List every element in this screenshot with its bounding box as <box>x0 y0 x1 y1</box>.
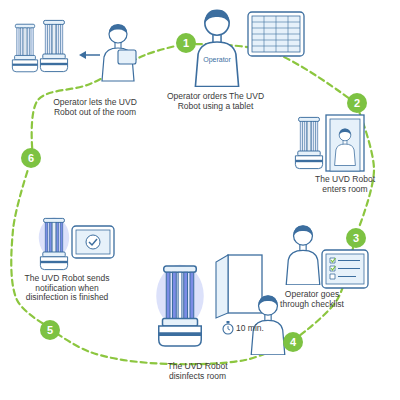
step-number-circle: 2 <box>347 93 367 113</box>
operator-figure <box>195 10 238 87</box>
direction-arrowhead <box>79 51 86 59</box>
tablet-frame <box>118 50 136 64</box>
check-mark <box>331 258 336 270</box>
step-caption: The UVD Robot disinfects room <box>160 362 235 381</box>
step3-illustration <box>286 225 368 288</box>
tablet-screen <box>76 230 110 254</box>
step4-illustration <box>156 255 285 355</box>
stopwatch-hands <box>228 326 230 330</box>
step-number-circle: 6 <box>21 148 41 168</box>
uvd-robot <box>40 20 67 71</box>
checklist-lines <box>338 261 360 277</box>
door-frame <box>326 115 364 171</box>
step-number-circle: 5 <box>40 320 60 340</box>
timer-label: 10 min. <box>236 324 276 334</box>
operator-figure <box>286 225 320 285</box>
tablet-frame <box>72 226 114 258</box>
step-caption: The UVD Robot enters room <box>313 175 377 194</box>
tablet-screen <box>326 254 364 284</box>
operator-figure <box>102 24 134 81</box>
step-caption: The UVD Robot sends notification when di… <box>22 274 112 303</box>
tablet-frame <box>248 12 304 56</box>
tablet-grid <box>252 16 300 52</box>
step6-illustration <box>12 20 136 81</box>
step-caption: Operator orders The UVD Robot using a ta… <box>163 92 268 111</box>
uvd-robot <box>39 218 69 270</box>
step1-illustration <box>195 10 304 87</box>
step-number: 5 <box>47 325 53 336</box>
step-number-circle: 3 <box>346 228 366 248</box>
step-number: 6 <box>28 153 34 164</box>
step-number-circle: 1 <box>176 33 196 53</box>
step-number: 4 <box>290 337 296 348</box>
dashed-cycle-connector <box>32 46 177 148</box>
checkbox <box>330 258 335 279</box>
operator-figure <box>335 128 356 165</box>
step-number: 1 <box>183 38 189 49</box>
doorway <box>330 119 360 171</box>
step5-illustration <box>39 218 114 270</box>
dashed-cycle-connector <box>359 113 374 229</box>
shirt-label: Operator <box>192 55 242 65</box>
tablet-screen <box>252 16 300 52</box>
stopwatch-icon <box>223 324 233 334</box>
stopwatch-knob <box>227 321 230 324</box>
direction-arrow <box>86 54 100 56</box>
step-number-circle: 4 <box>283 332 303 352</box>
tablet-frame <box>322 250 368 288</box>
dashed-cycle-connector <box>59 335 284 364</box>
step-number: 3 <box>353 233 359 244</box>
step-caption: Operator goes through checklist <box>272 290 352 309</box>
uvd-robot <box>295 117 322 168</box>
dashed-cycle-connector <box>196 44 348 98</box>
step-number: 2 <box>354 98 360 109</box>
uvd-robot <box>156 265 204 346</box>
door-panel <box>216 255 228 318</box>
door-frame <box>228 255 262 313</box>
step2-illustration <box>295 115 364 171</box>
check-mark <box>89 239 97 245</box>
check-circle <box>86 235 100 249</box>
step-caption: Operator lets the UVD Robot out of the r… <box>45 98 145 117</box>
uvd-robot <box>12 24 37 72</box>
